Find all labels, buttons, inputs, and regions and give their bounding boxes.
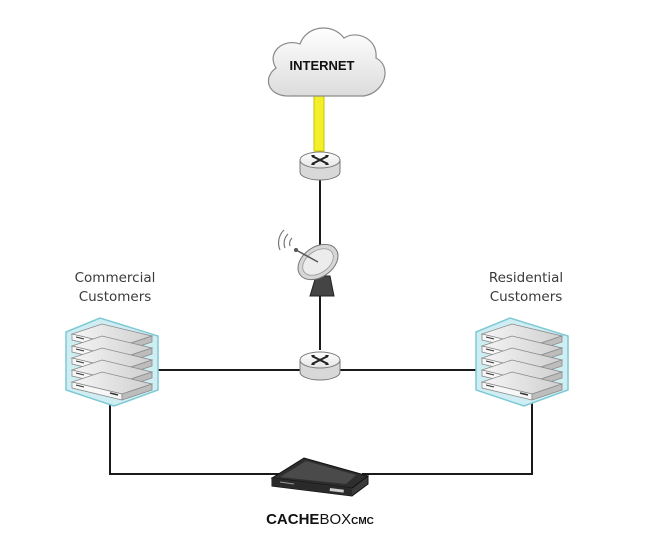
router-center — [299, 351, 341, 381]
satellite-dish-icon — [277, 229, 339, 297]
brand-bold: CACHE — [266, 511, 319, 528]
residential-label-line1: Residential — [489, 270, 563, 286]
link-residential-to-cachebox — [362, 402, 533, 475]
cachebox-label: CACHEBOXCMC — [266, 511, 374, 528]
internet-uplink — [313, 95, 325, 152]
connections — [109, 95, 533, 475]
brand-suffix: CMC — [351, 516, 374, 527]
cloud-label: INTERNET — [290, 58, 355, 73]
cloud-icon — [267, 27, 386, 97]
router-icon — [299, 351, 341, 381]
commercial-customers: Commercial Customers — [65, 270, 159, 407]
commercial-label-line2: Customers — [79, 289, 152, 305]
commercial-label-line1: Commercial — [75, 270, 156, 286]
residential-label-line2: Customers — [490, 289, 563, 305]
server-rack-icon — [65, 317, 159, 407]
residential-customers: Residential Customers — [475, 270, 569, 407]
server-rack-icon — [475, 317, 569, 407]
link-commercial-to-cachebox — [109, 402, 285, 475]
internet-cloud: INTERNET — [267, 27, 386, 97]
router-top — [299, 151, 341, 181]
cachebox-appliance-icon — [270, 457, 370, 497]
router-icon — [299, 151, 341, 181]
cachebox-appliance: CACHEBOXCMC — [266, 457, 374, 528]
brand-regular: BOX — [319, 511, 351, 528]
server-unit — [70, 371, 154, 401]
satellite-dish — [277, 229, 339, 297]
server-unit — [480, 371, 564, 401]
